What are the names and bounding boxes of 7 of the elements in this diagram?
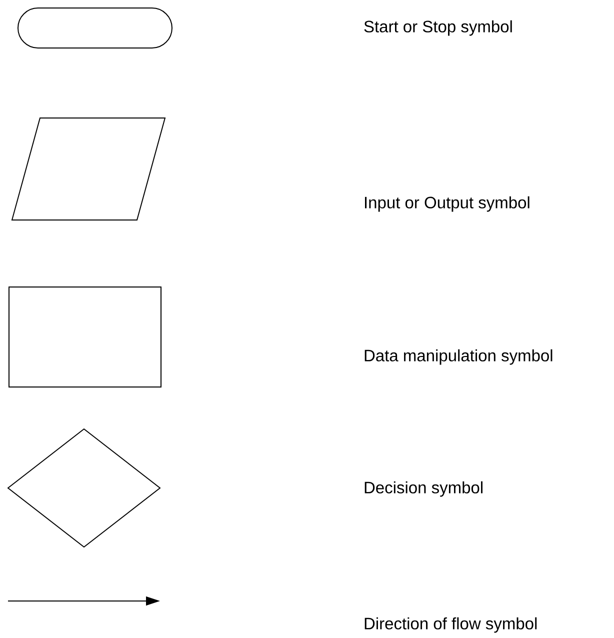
symbol-caption: Input or Output symbol	[365, 196, 530, 212]
symbol-caption: Decision symbol	[364, 481, 482, 497]
rectangle-symbol	[8, 286, 162, 388]
terminal-symbol	[18, 8, 172, 48]
symbol-caption: Data manipulation symbol	[364, 349, 552, 365]
symbol-caption: Start or Stop symbol	[364, 20, 512, 36]
symbol-caption: Direction of flow symbol	[364, 617, 537, 633]
